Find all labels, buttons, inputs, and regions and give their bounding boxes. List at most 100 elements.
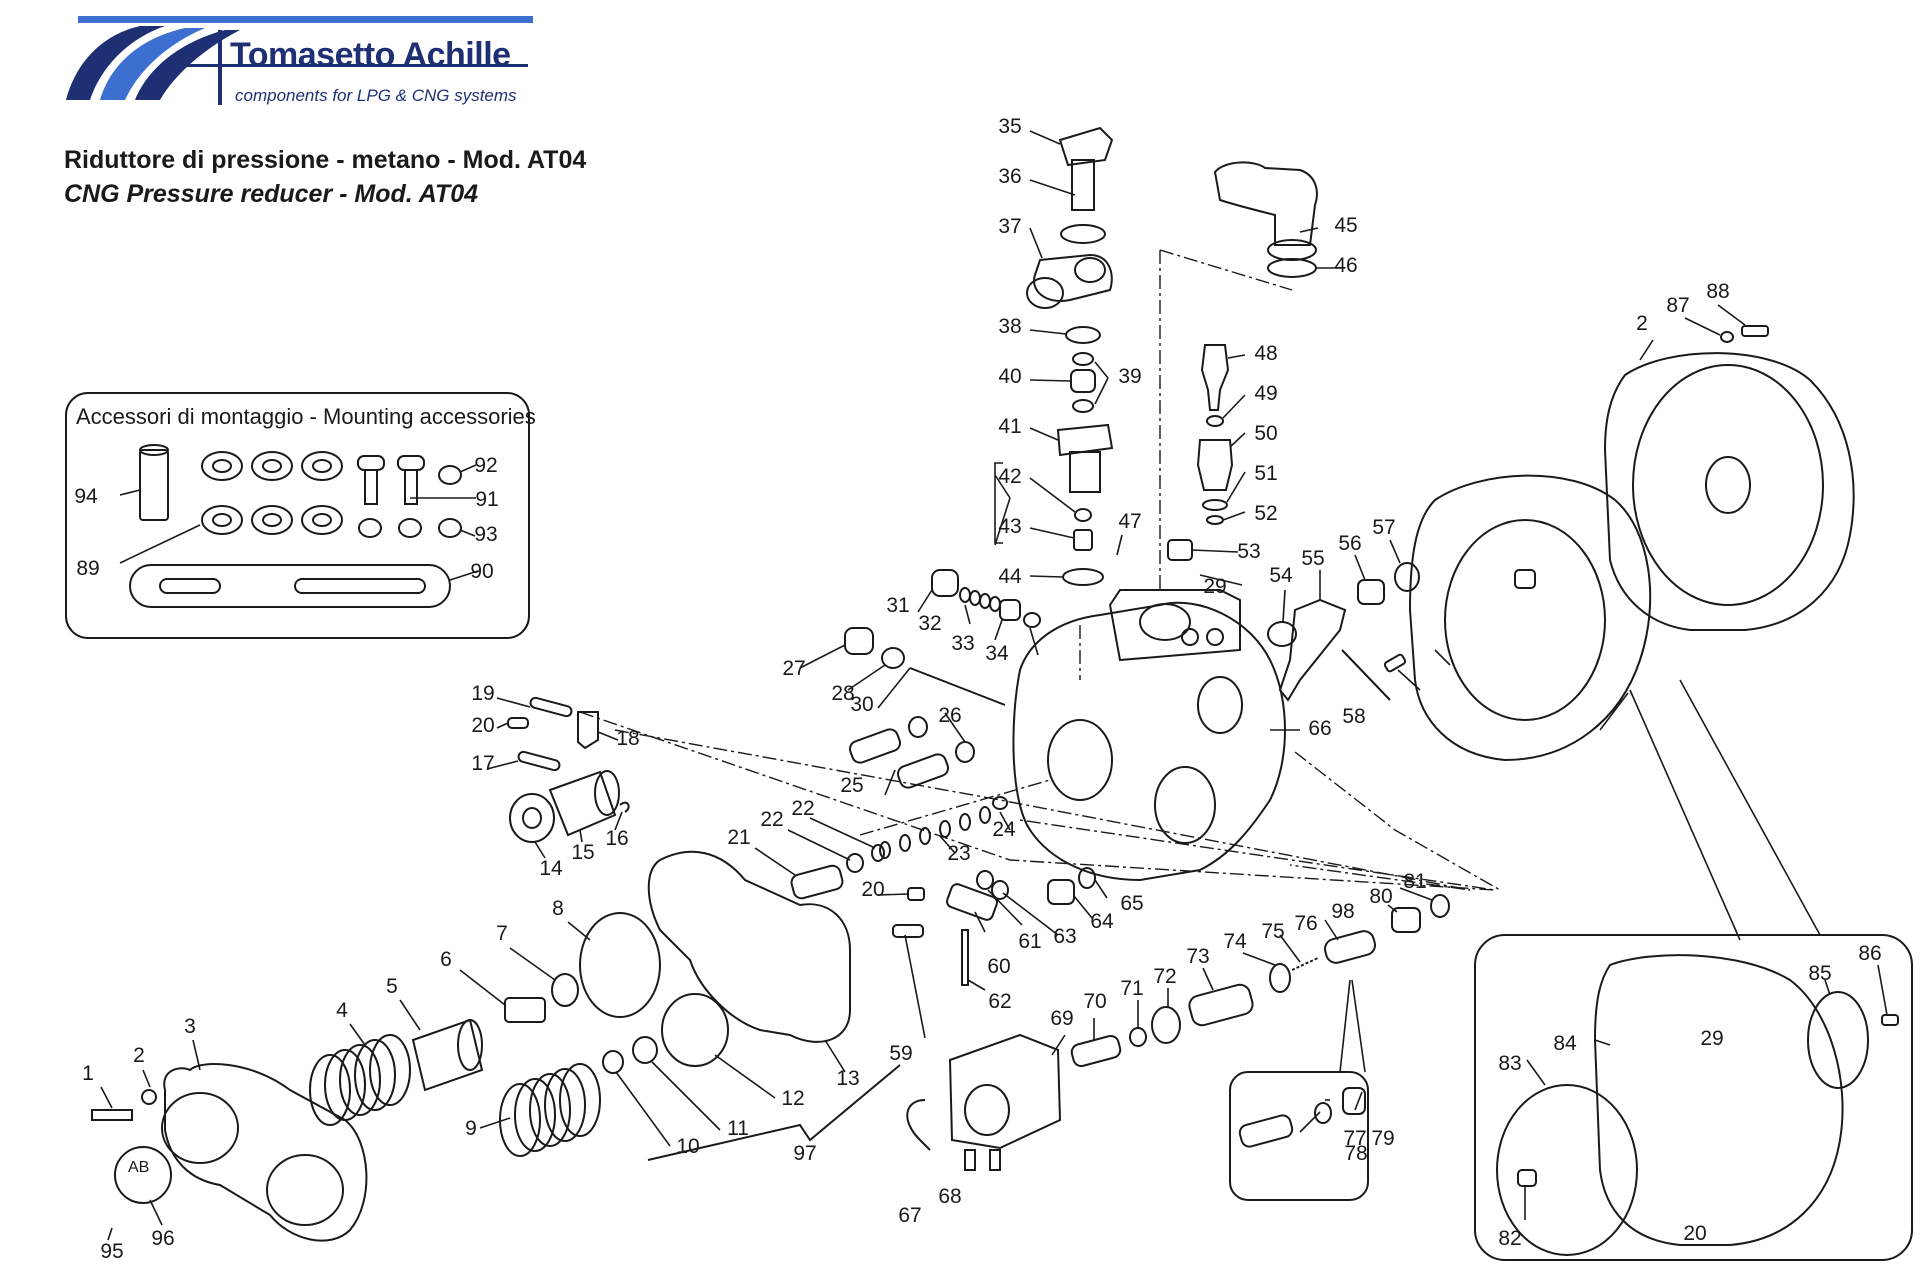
callout-90: 90 — [470, 560, 493, 583]
callout-84: 84 — [1553, 1032, 1577, 1055]
callout-7: 7 — [496, 922, 508, 945]
ring-34 — [1023, 612, 1041, 628]
ring-42 — [1074, 508, 1092, 522]
reducer-body-66 — [1012, 589, 1286, 882]
callout-14: 14 — [539, 857, 563, 880]
plunger-70 — [1070, 1034, 1122, 1068]
spring-4 — [309, 1034, 411, 1126]
callout-19: 19 — [471, 682, 494, 705]
washer-38 — [1065, 326, 1101, 344]
callout-69: 69 — [1050, 1007, 1073, 1030]
callout-58: 58 — [1342, 705, 1365, 728]
callout-91: 91 — [475, 488, 498, 511]
callout-56: 56 — [1338, 532, 1361, 555]
spring-9 — [499, 1063, 601, 1157]
bolt-6 — [504, 997, 546, 1023]
screw-20c — [1383, 653, 1407, 673]
callout-74: 74 — [1223, 930, 1247, 953]
o-ring-73 — [1269, 963, 1291, 993]
screw-48 — [1200, 344, 1230, 411]
callout-62: 62 — [988, 990, 1011, 1013]
title-italian: Riduttore di pressione - metano - Mod. A… — [64, 146, 587, 174]
o-ring-22 — [846, 853, 864, 873]
label-disc — [114, 1146, 172, 1204]
spacer-31 — [931, 569, 959, 597]
washer-36 — [1060, 224, 1106, 244]
washer-10 — [602, 1050, 624, 1074]
ring-23 — [871, 844, 885, 862]
washer-14 — [509, 793, 555, 843]
callout-86: 86 — [1858, 942, 1881, 965]
callout-40: 40 — [998, 365, 1021, 388]
washer-11 — [632, 1036, 658, 1064]
bolt-35 — [1058, 126, 1114, 167]
callout-20: 20 — [471, 714, 494, 737]
detail-box-80-84 — [1474, 934, 1913, 1261]
solenoid-coil-69 — [948, 1033, 1062, 1150]
callout-1: 1 — [82, 1062, 94, 1085]
logo-tagline: components for LPG & CNG systems — [235, 86, 517, 105]
callout-4: 4 — [336, 999, 348, 1022]
bracket-18 — [577, 711, 599, 750]
diaphragm-13 — [647, 850, 851, 1043]
callout-64: 64 — [1090, 910, 1114, 933]
callout-2: 2 — [133, 1044, 145, 1067]
callout-85: 85 — [1808, 962, 1831, 985]
callout-71: 71 — [1120, 977, 1143, 1000]
bushing-56 — [1357, 579, 1385, 605]
o-ring-71 — [1151, 1006, 1181, 1044]
callout-78: 78 — [1344, 1142, 1367, 1165]
ring-25 — [992, 796, 1008, 810]
callout-52: 52 — [1254, 502, 1277, 525]
callout-60: 60 — [987, 955, 1010, 978]
callout-43: 43 — [998, 515, 1021, 538]
screw-21 — [790, 864, 844, 900]
callout-93: 93 — [474, 523, 497, 546]
diaphragm-disc-8 — [579, 912, 661, 1018]
seat-77 — [1342, 1087, 1366, 1115]
callout-48: 48 — [1254, 342, 1277, 365]
screw-84 — [1881, 1014, 1899, 1026]
leader-lines — [100, 130, 1888, 1241]
plug-80 — [1517, 1169, 1537, 1187]
valve-seat-50 — [1196, 439, 1234, 491]
callout-35: 35 — [998, 115, 1021, 138]
detail-box-75-77 — [1229, 1071, 1369, 1201]
callout-81: 81 — [1403, 870, 1426, 893]
callout-94: 94 — [74, 485, 98, 508]
callout-24: 24 — [992, 818, 1016, 841]
valve-43 — [1073, 529, 1093, 551]
ring-61 — [976, 870, 994, 890]
callout-13: 13 — [836, 1067, 859, 1090]
callout-28: 28 — [831, 682, 854, 705]
callout-49: 49 — [1254, 382, 1277, 405]
rod-30 — [909, 667, 1006, 706]
callout-12: 12 — [781, 1087, 804, 1110]
fitting-41 — [1056, 423, 1114, 457]
o-ring-29 — [881, 647, 905, 669]
callout-15: 15 — [571, 841, 594, 864]
callout-17: 17 — [471, 752, 494, 775]
valve-72 — [1188, 983, 1254, 1027]
piston-75 — [1238, 1114, 1294, 1148]
bolt-set — [357, 455, 462, 538]
svg-text:AB: AB — [128, 1159, 149, 1176]
callout-68: 68 — [938, 1185, 961, 1208]
callout-70: 70 — [1083, 990, 1106, 1013]
callout-23: 23 — [947, 842, 970, 865]
callout-79: 79 — [1371, 1127, 1394, 1150]
callout-65: 65 — [1120, 892, 1143, 915]
accessories-title: Accessori di montaggio - Mounting access… — [76, 404, 536, 429]
washer-set — [201, 451, 343, 535]
pin-62 — [961, 929, 969, 986]
callout-36: 36 — [998, 165, 1021, 188]
callout-21: 21 — [727, 826, 750, 849]
callout-8: 8 — [552, 897, 564, 920]
callout-38: 38 — [998, 315, 1021, 338]
callout-72: 72 — [1153, 965, 1176, 988]
fitting-37 — [1033, 253, 1113, 302]
callout-5: 5 — [386, 975, 398, 998]
mounting-bracket — [129, 564, 451, 608]
